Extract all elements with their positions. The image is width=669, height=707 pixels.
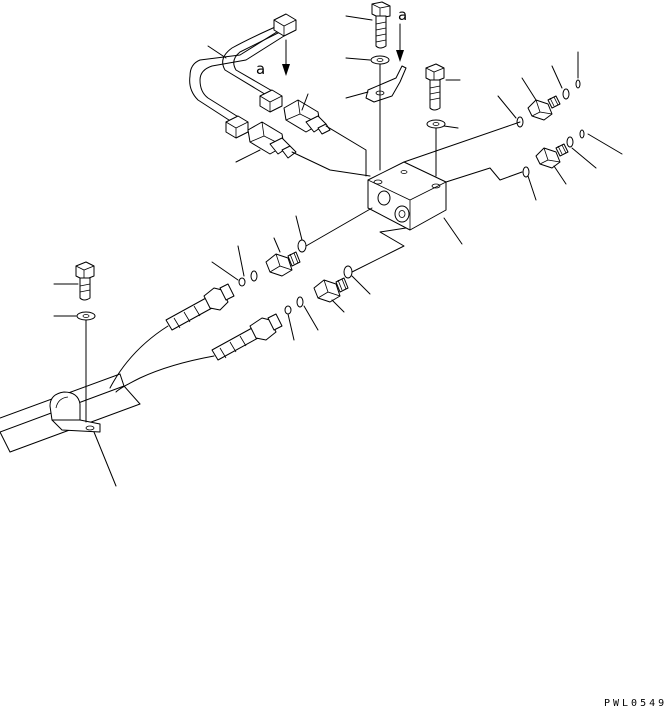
bolt-left — [75, 261, 95, 301]
assembly-lines — [85, 63, 523, 423]
o-rings-right — [516, 79, 585, 178]
callout-a-left: a — [256, 60, 265, 78]
hose-lower — [115, 313, 283, 393]
wire-harness — [189, 13, 297, 139]
pressure-switch-lower — [247, 121, 297, 159]
washer-right — [426, 119, 446, 129]
bolt-right — [425, 63, 445, 111]
fitting-right-upper — [527, 95, 561, 121]
arrow-left — [282, 39, 290, 76]
fitting-left-upper — [265, 251, 301, 277]
leader-lines — [53, 15, 623, 487]
bracket — [365, 65, 407, 103]
pressure-switch-upper — [283, 99, 331, 135]
arrow-right — [396, 23, 404, 62]
bolt-top — [371, 1, 391, 49]
clamp — [49, 391, 101, 433]
fitting-left-lower — [313, 277, 349, 303]
callout-a-right: a — [398, 6, 407, 24]
washer-left — [76, 311, 96, 321]
valve-block — [367, 161, 447, 231]
drawing-code: PWL0549 — [604, 698, 667, 707]
washer-top — [370, 55, 390, 65]
fitting-right-lower — [535, 143, 569, 169]
hose-upper — [109, 283, 235, 389]
